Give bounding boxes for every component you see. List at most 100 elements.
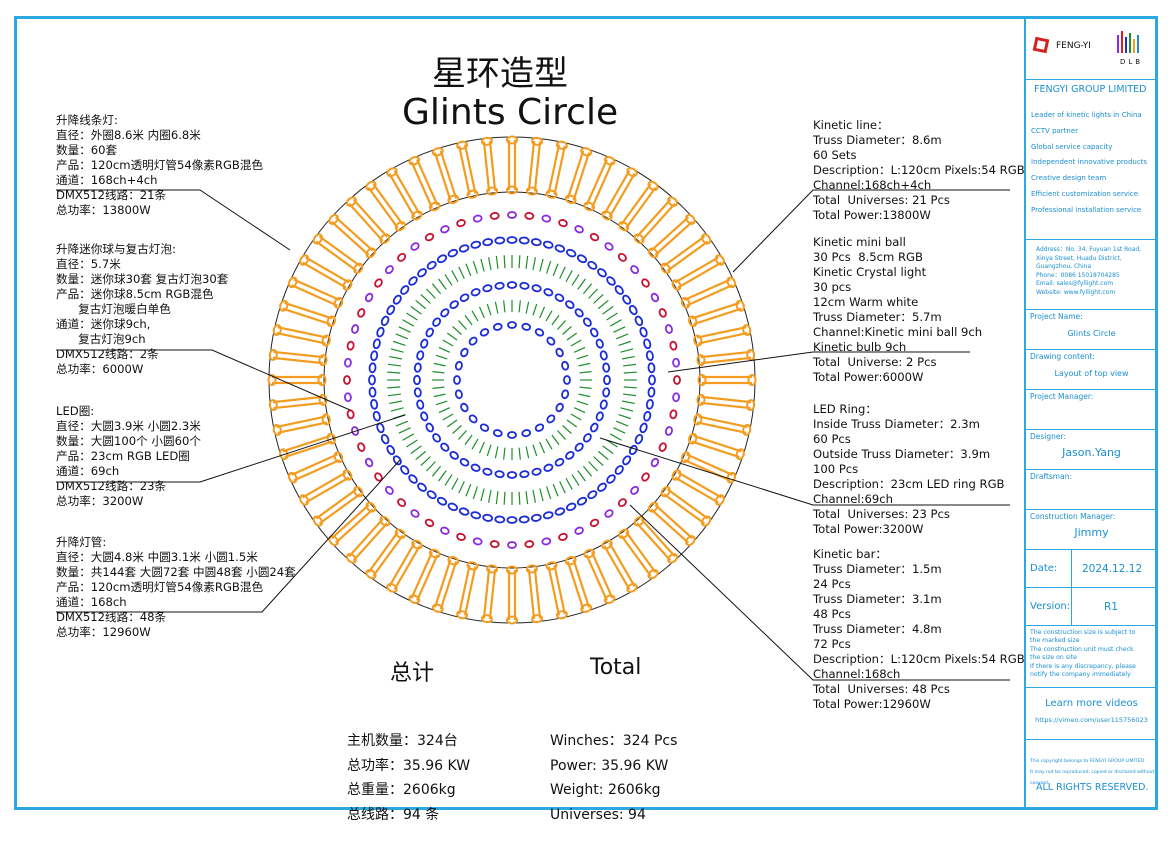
kinetic-bar-outer [386, 444, 396, 456]
led-ring-outer [621, 355, 635, 360]
drawing-content-cell: Drawing content: Layout of top view [1026, 349, 1157, 389]
kinetic-line-bar [284, 440, 333, 459]
kinetic-bar-outer [458, 244, 470, 253]
videos-label: Learn more videos [1045, 698, 1138, 709]
kinetic-bar-inner [460, 347, 469, 358]
kinetic-bar-outer [380, 315, 390, 327]
kinetic-line-winch [379, 233, 391, 245]
led-ring-inner [573, 407, 586, 414]
kinetic-bar-outer [622, 294, 632, 305]
kinetic-bulb [343, 392, 352, 403]
kinetic-bar-middle [494, 470, 505, 479]
kinetic-line-winch [365, 501, 377, 513]
kinetic-line-bar [654, 220, 694, 256]
videos-link[interactable]: https://vimeo.com/user115756023 [1035, 716, 1148, 724]
led-ring-outer [410, 306, 422, 315]
led-ring-outer [620, 407, 634, 412]
kinetic-line-winch [633, 233, 645, 245]
kinetic-bulb [541, 537, 552, 546]
kinetic-line-bar [527, 140, 536, 191]
kinetic-bar-outer [368, 362, 377, 374]
kinetic-bar-outer [506, 516, 518, 524]
kinetic-bar-outer [458, 507, 470, 516]
kinetic-bar-inner [454, 360, 463, 371]
kinetic-bar-outer [370, 350, 379, 362]
kinetic-bar-outer [554, 244, 566, 253]
leader-right-kinetic-line [732, 189, 1010, 273]
led-ring-inner [452, 425, 462, 434]
copyright-lines: This copyright belongs to FENGYI GROUP L… [1030, 759, 1155, 786]
kinetic-bar-middle [432, 433, 442, 443]
led-ring-outer [620, 348, 634, 353]
led-ring-inner [458, 320, 467, 330]
kinetic-bar-outer [518, 515, 530, 524]
led-ring-inner [446, 332, 458, 341]
kinetic-bar-outer [614, 285, 624, 295]
led-ring-outer [539, 258, 544, 272]
kinetic-bar-inner [555, 347, 564, 358]
kinetic-line-winch [431, 147, 444, 157]
kinetic-line-winch [601, 210, 613, 221]
kinetic-line-bar [691, 301, 740, 320]
kinetic-line-winch [466, 189, 479, 199]
kinetic-bar-middle [590, 327, 599, 338]
kinetic-line-bar [585, 159, 608, 206]
kinetic-bulb [541, 214, 552, 223]
kinetic-line-bar [663, 235, 706, 267]
kinetic-line-bar [482, 568, 491, 619]
led-ring-outer [390, 407, 404, 412]
led-ring-inner [518, 300, 521, 313]
kinetic-line-bar [318, 493, 361, 525]
date-label: Date: [1030, 563, 1058, 574]
kinetic-line-bar [608, 542, 636, 587]
kinetic-bar-outer [647, 362, 656, 374]
kinetic-bulb [574, 225, 584, 234]
kinetic-line-winch [365, 569, 377, 580]
kinetic-line-bar [640, 518, 676, 558]
kinetic-bar-middle [543, 463, 554, 472]
kinetic-bar-outer [542, 240, 554, 249]
led-ring-outer [387, 386, 401, 389]
kinetic-bar-middle [574, 442, 584, 452]
kinetic-bar-middle [574, 308, 584, 318]
led-ring-outer [571, 474, 580, 486]
kinetic-bar-inner [453, 375, 461, 385]
led-ring-outer [571, 274, 580, 286]
kinetic-line-bar [608, 173, 636, 218]
kinetic-line-winch [603, 594, 616, 605]
led-ring-inner [578, 362, 591, 367]
copyright-cell: This copyright belongs to FENGYI GROUP L… [1026, 739, 1157, 807]
kinetic-bar-middle [440, 308, 450, 318]
project-manager-label: Project Manager: [1030, 392, 1094, 401]
led-ring-inner [442, 339, 454, 347]
kinetic-line-bar [700, 350, 751, 359]
kinetic-bar-inner [546, 336, 556, 346]
led-ring-outer [387, 393, 401, 397]
kinetic-bar-middle [590, 422, 599, 433]
led-ring-outer [609, 319, 622, 327]
led-ring-outer [425, 461, 436, 472]
led-ring-inner [503, 300, 506, 313]
led-ring-outer [602, 445, 614, 454]
led-ring-outer [525, 255, 529, 269]
led-ring-outer [495, 491, 499, 505]
kinetic-line-winch [480, 614, 493, 624]
kinetic-bar-inner [534, 328, 545, 337]
kinetic-bar-middle [416, 399, 425, 410]
kinetic-bar-outer [639, 326, 648, 338]
inner-truss-ring [323, 191, 701, 569]
kinetic-line-bar [388, 542, 416, 587]
kinetic-bar-middle [554, 293, 565, 302]
kinetic-line-winch [696, 393, 706, 406]
led-ring-outer [415, 450, 427, 461]
left-note-mini-ball: 升降迷你球与复古灯泡:直径：5.7米数量：迷你球30套 复古灯泡30套产品：迷你… [56, 242, 229, 376]
kinetic-bar-outer [447, 248, 459, 258]
kinetic-mini-ball [456, 532, 466, 541]
kinetic-line-bar [315, 240, 358, 272]
kinetic-line-winch [431, 603, 444, 613]
kinetic-bar-middle [420, 411, 429, 422]
kinetic-line-winch [603, 155, 616, 166]
